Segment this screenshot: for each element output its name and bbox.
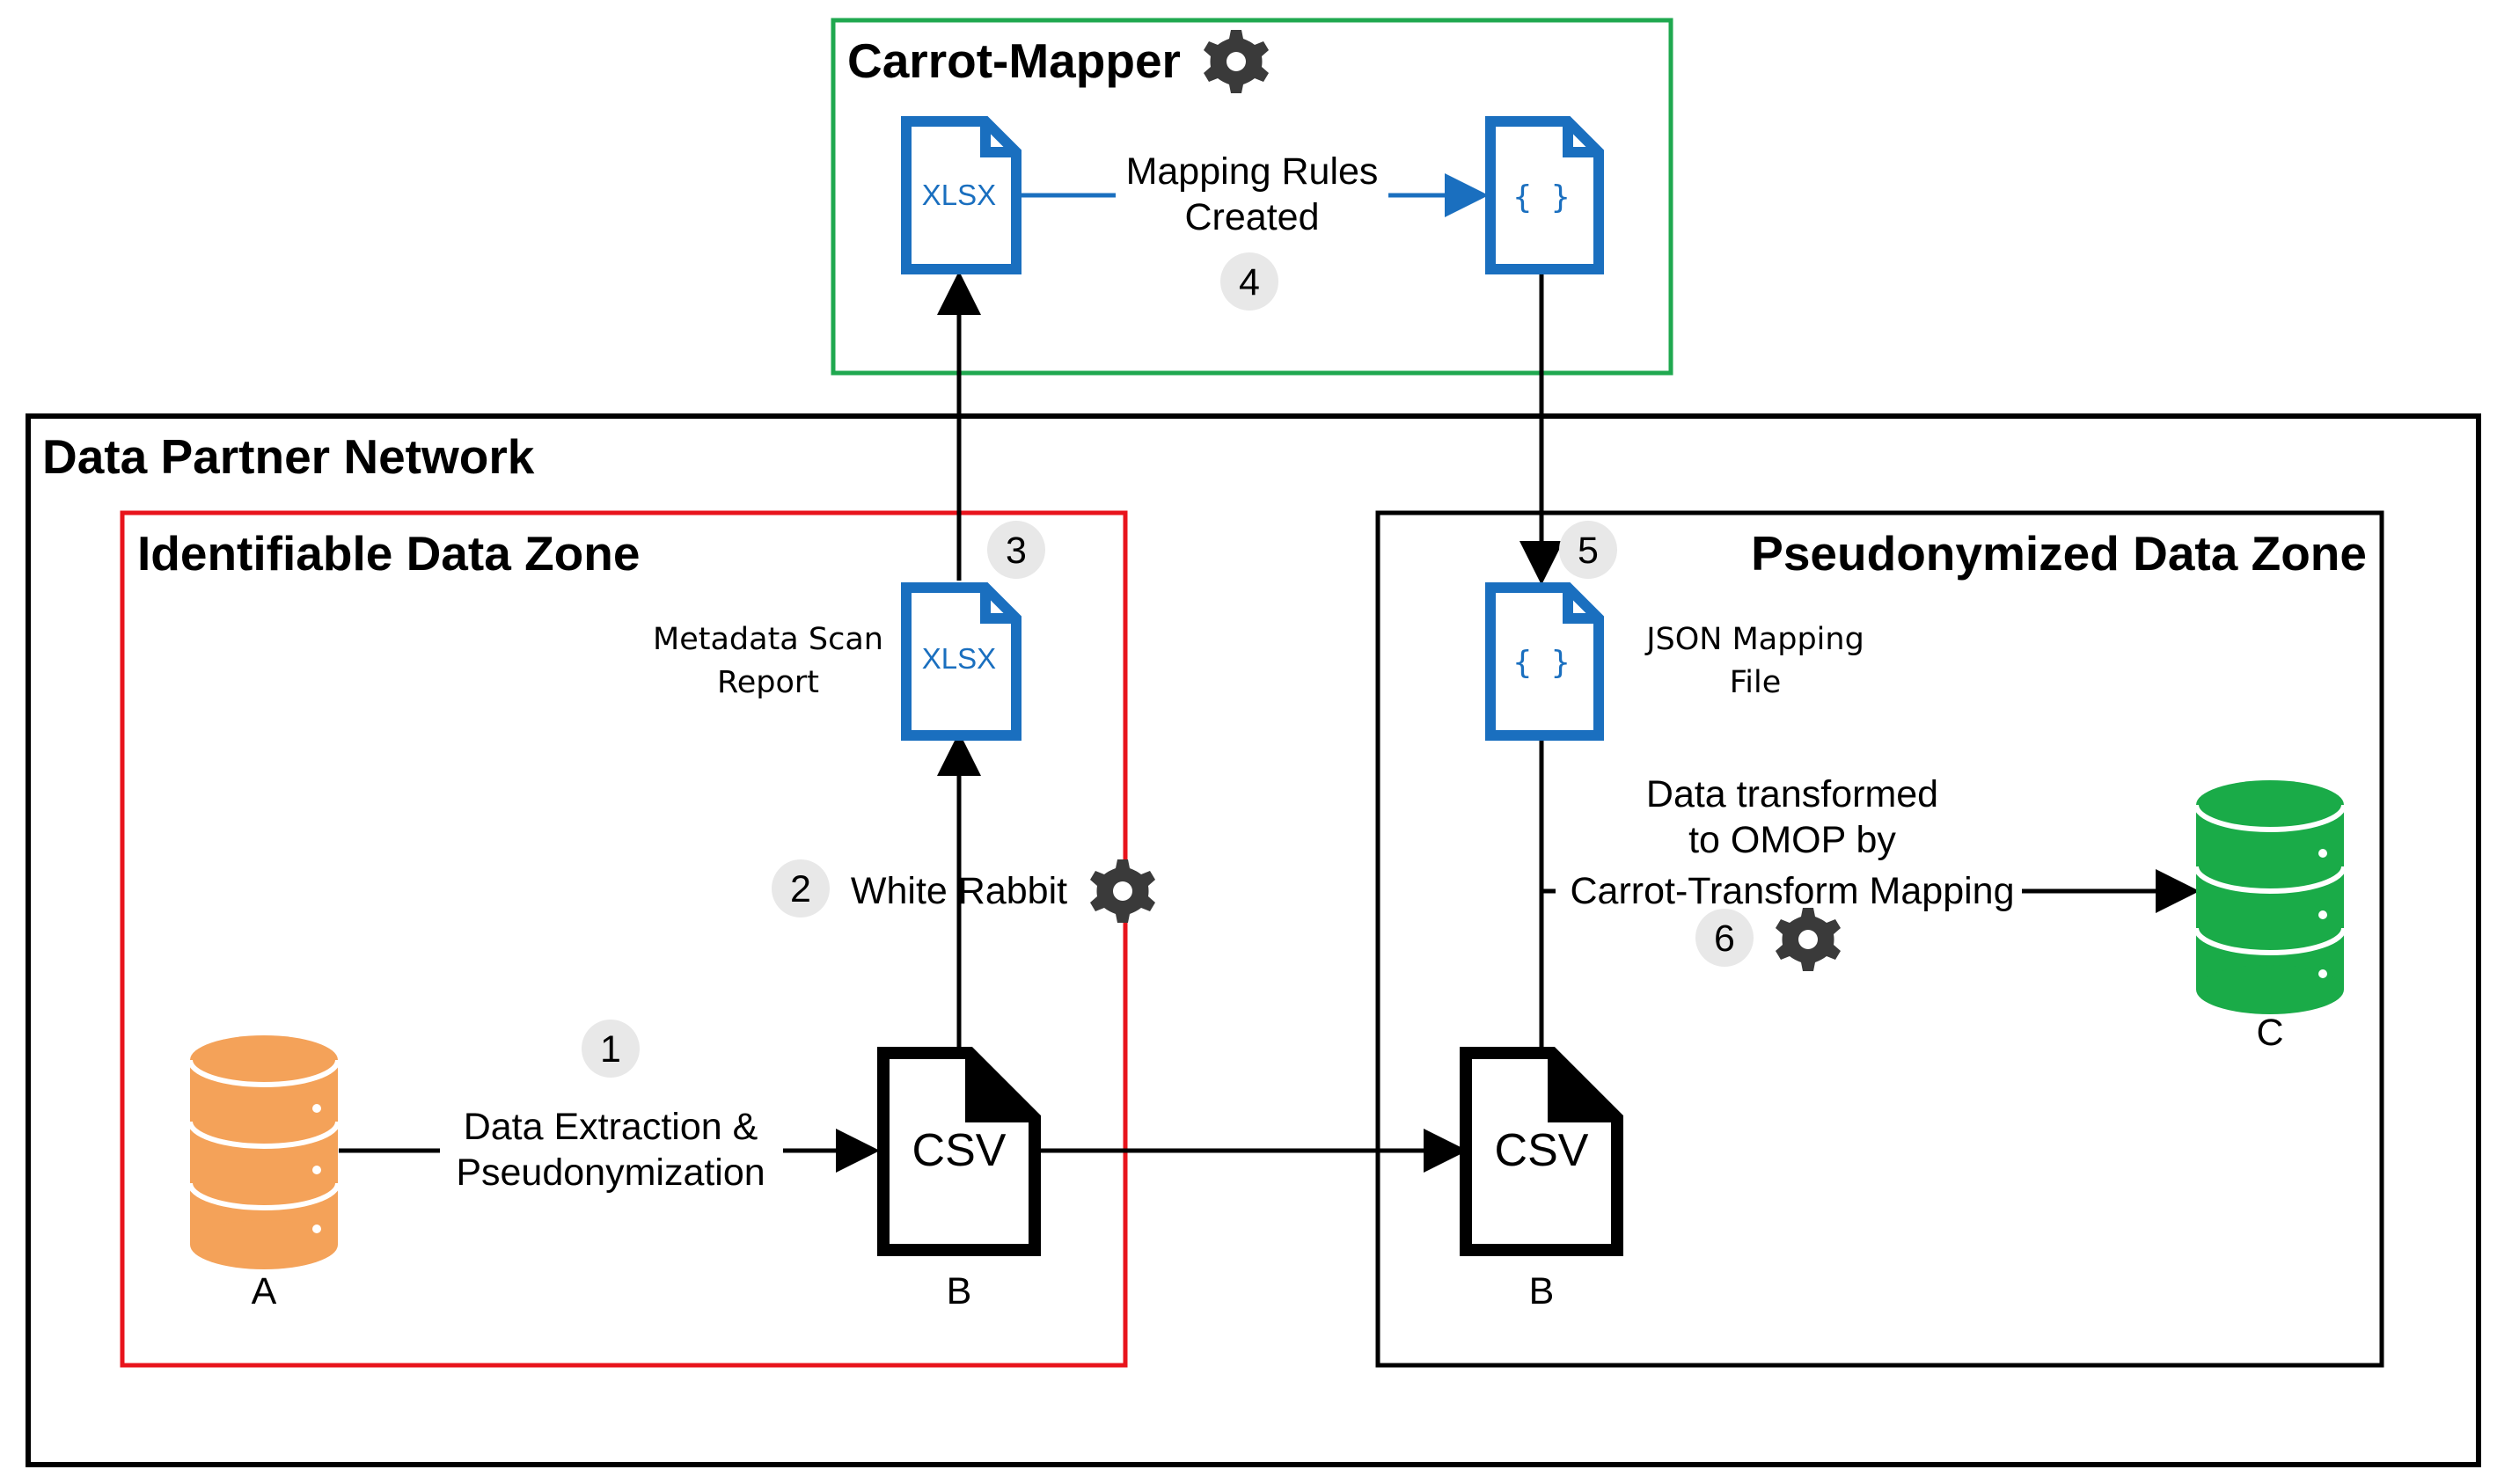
metadata-scan-line1: Metadata Scan bbox=[653, 622, 883, 657]
xlsx-document-icon: XLSX bbox=[901, 116, 1022, 274]
gear-icon bbox=[1090, 859, 1155, 923]
transform-line2: to OMOP by bbox=[1688, 819, 1896, 861]
svg-text:4: 4 bbox=[1239, 261, 1260, 303]
metadata-scan-line2: Report bbox=[717, 665, 819, 700]
gear-icon bbox=[1204, 30, 1269, 93]
step-5-badge: 5 bbox=[1559, 521, 1617, 579]
pseudonymized-zone-box bbox=[1375, 510, 2384, 1368]
white-rabbit-label: White Rabbit bbox=[851, 870, 1067, 912]
csv-label: CSV bbox=[912, 1125, 1007, 1176]
json-document-icon: { } bbox=[1485, 116, 1604, 274]
data-partner-network-box bbox=[26, 413, 2481, 1467]
transform-line3: Carrot-Transform Mapping bbox=[1571, 870, 2015, 912]
node-c-label: C bbox=[2256, 1012, 2283, 1054]
svg-text:2: 2 bbox=[790, 868, 811, 910]
json-mapping-line2: File bbox=[1730, 665, 1782, 700]
svg-text:6: 6 bbox=[1714, 917, 1735, 960]
svg-text:3: 3 bbox=[1006, 530, 1027, 572]
metadata-xlsx-label: XLSX bbox=[922, 642, 996, 675]
json-mapping-line1: JSON Mapping bbox=[1644, 622, 1864, 657]
json-mapping-document-icon: { } bbox=[1485, 582, 1604, 741]
csv-document-icon-2: CSV bbox=[1460, 1047, 1623, 1256]
extraction-line2: Pseudonymization bbox=[456, 1151, 765, 1194]
node-a-label: A bbox=[252, 1270, 277, 1312]
step-1-badge: 1 bbox=[582, 1020, 640, 1078]
metadata-xlsx-document-icon: XLSX bbox=[901, 582, 1022, 741]
step-2-badge: 2 bbox=[772, 859, 830, 917]
identifiable-zone-box bbox=[120, 510, 1128, 1368]
csv-document-icon: CSV bbox=[877, 1047, 1041, 1256]
json-label: { } bbox=[1512, 179, 1570, 216]
node-b2-label: B bbox=[1529, 1270, 1555, 1312]
transform-line1: Data transformed bbox=[1646, 773, 1938, 815]
csv-label-2: CSV bbox=[1495, 1125, 1589, 1176]
identifiable-zone-title: Identifiable Data Zone bbox=[137, 526, 640, 581]
svg-text:1: 1 bbox=[600, 1028, 621, 1071]
node-b-label: B bbox=[947, 1270, 972, 1312]
step-6-badge: 6 bbox=[1695, 909, 1754, 967]
step-4-badge: 4 bbox=[1220, 252, 1278, 311]
svg-text:5: 5 bbox=[1578, 530, 1599, 572]
json-mapping-label: { } bbox=[1512, 645, 1570, 681]
xlsx-label: XLSX bbox=[922, 179, 996, 211]
extraction-line1: Data Extraction & bbox=[464, 1106, 758, 1148]
carrot-mapper-title: Carrot-Mapper bbox=[847, 33, 1181, 88]
mapping-rules-line1: Mapping Rules bbox=[1126, 150, 1379, 193]
pseudonymized-zone-title: Pseudonymized Data Zone bbox=[1751, 526, 2367, 581]
database-icon-a bbox=[190, 1035, 338, 1269]
mapping-rules-line2: Created bbox=[1185, 196, 1320, 238]
step-3-badge: 3 bbox=[987, 521, 1045, 579]
data-partner-network-title: Data Partner Network bbox=[42, 429, 535, 484]
carrot-mapper-box bbox=[831, 18, 1673, 376]
database-icon-c bbox=[2196, 780, 2344, 1014]
